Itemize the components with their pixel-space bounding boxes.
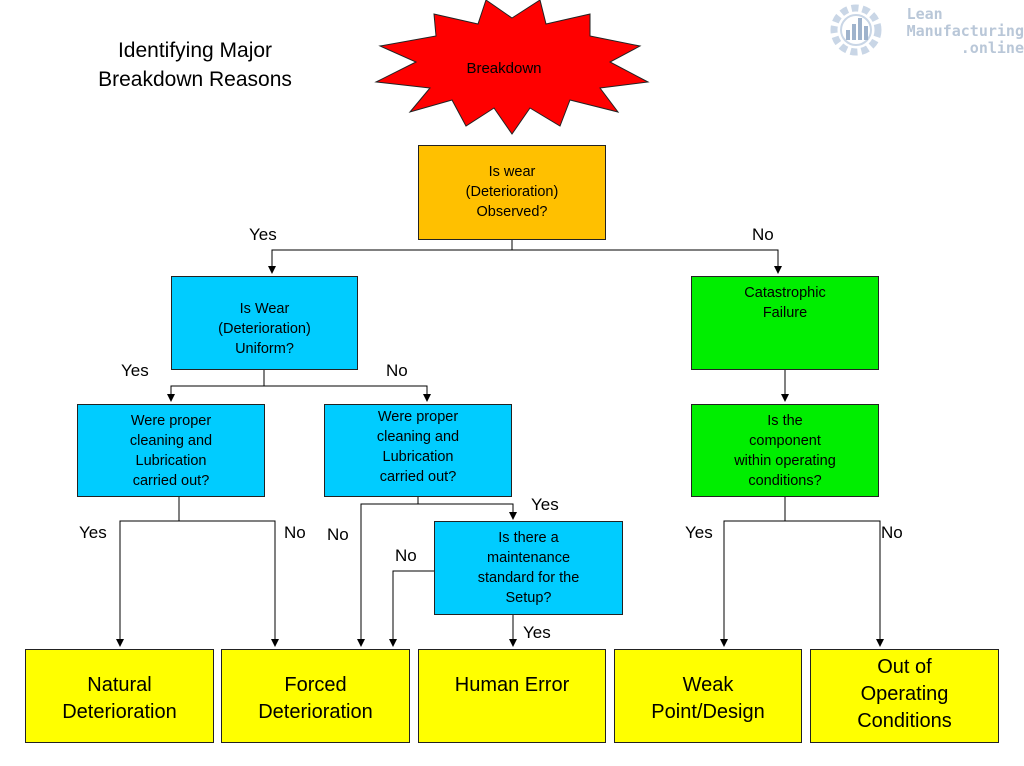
catastrophic-failure-box: Catastrophic Failure: [691, 276, 879, 370]
operating-line-4: conditions?: [748, 473, 822, 489]
wear-uniform-line-1: Is Wear: [239, 301, 290, 317]
label-clean-right-no: No: [327, 525, 349, 544]
label-clean-left-yes: Yes: [79, 523, 107, 542]
connector-oper-branch: [720, 497, 786, 647]
title-line-2: Breakdown Reasons: [98, 68, 292, 91]
cleaning-right-line-4: carried out?: [379, 469, 457, 485]
outcome-weak-point-design: Weak Point/Design: [614, 649, 802, 743]
maintenance-line-3: standard for the: [477, 570, 580, 586]
out-line-1: Out of: [877, 656, 932, 678]
maintenance-line-1: Is there a: [498, 530, 559, 546]
connector-wear-no: [512, 249, 782, 274]
connector-uniform-no: [264, 385, 431, 402]
label-oper-yes: Yes: [685, 523, 713, 542]
label-wear-no: No: [752, 225, 774, 244]
wear-observed-line-1: Is wear: [488, 164, 536, 180]
operating-line-3: within operating: [734, 453, 836, 469]
weak-line-1: Weak: [682, 674, 734, 696]
out-line-3: Conditions: [857, 710, 952, 732]
cleaning-left-line-2: cleaning and: [129, 433, 213, 449]
cleaning-left-line-3: Lubrication: [135, 453, 207, 469]
operating-line-1: Is the: [767, 413, 803, 429]
title-line-1: Identifying Major: [117, 39, 273, 62]
operating-line-2: component: [749, 433, 821, 449]
diagram-title: Identifying Major Breakdown Reasons: [70, 36, 320, 94]
label-uniform-yes: Yes: [121, 361, 149, 380]
logo-line-3: .online: [960, 39, 1024, 57]
maintenance-standard-box: Is there a maintenance standard for the …: [434, 521, 623, 615]
cleaning-right-box: Were proper cleaning and Lubrication car…: [324, 404, 512, 497]
natural-line-1: Natural: [87, 674, 152, 696]
wear-uniform-line-2: (Deterioration): [218, 321, 311, 337]
connector-clean-left-branch: [116, 497, 180, 647]
label-maint-yes: Yes: [523, 623, 551, 642]
wear-observed-line-3: Observed?: [476, 204, 548, 220]
logo-line-2: Manufacturing: [906, 22, 1024, 40]
label-uniform-no: No: [386, 361, 408, 380]
label-oper-no: No: [881, 523, 903, 542]
cleaning-right-line-2: cleaning and: [376, 429, 460, 445]
human-line-1: Human Error: [454, 674, 570, 696]
wear-observed-line-2: (Deterioration): [465, 184, 559, 200]
connector-maint-no: [389, 570, 434, 647]
cleaning-left-box: Were proper cleaning and Lubrication car…: [77, 404, 265, 497]
connector-oper-no: [785, 520, 884, 647]
cleaning-left-line-1: Were proper: [130, 413, 212, 429]
label-clean-left-no: No: [284, 523, 306, 542]
catastrophic-line-1: Catastrophic: [744, 285, 826, 301]
logo-text: Lean Manufacturing .online: [907, 6, 1024, 57]
connector-uniform-branch: [167, 370, 265, 402]
label-wear-yes: Yes: [249, 225, 277, 244]
connector-clean-left-no: [179, 520, 279, 647]
gear-chart-icon: [830, 4, 882, 56]
cleaning-left-line-4: carried out?: [132, 473, 210, 489]
natural-line-2: Deterioration: [62, 701, 177, 723]
breakdown-burst: [374, 0, 650, 135]
lean-manufacturing-logo: Lean Manufacturing .online: [820, 0, 1024, 64]
outcome-human-error: Human Error: [418, 649, 606, 743]
catastrophic-line-2: Failure: [762, 305, 808, 321]
wear-observed-box: Is wear (Deterioration) Observed?: [418, 145, 606, 240]
breakdown-label: Breakdown: [466, 60, 542, 77]
forced-line-1: Forced: [284, 674, 347, 696]
wear-uniform-line-3: Uniform?: [235, 341, 294, 357]
cleaning-right-line-1: Were proper: [377, 409, 459, 425]
outcome-forced-deterioration: Forced Deterioration: [221, 649, 410, 743]
label-maint-no: No: [395, 546, 417, 565]
connector-clean-right-yes: [418, 503, 517, 520]
outcome-out-of-operating-conditions: Out of Operating Conditions: [810, 649, 999, 743]
connector-clean-right-branch: [357, 497, 419, 647]
forced-line-2: Deterioration: [258, 701, 373, 723]
maintenance-line-2: maintenance: [486, 550, 571, 566]
wear-uniform-box: Is Wear (Deterioration) Uniform?: [171, 276, 358, 370]
weak-line-2: Point/Design: [651, 701, 765, 723]
connector-wear-branch: [268, 240, 513, 274]
out-line-2: Operating: [860, 683, 949, 705]
maintenance-line-4: Setup?: [505, 590, 552, 606]
operating-conditions-box: Is the component within operating condit…: [691, 404, 879, 497]
label-clean-right-yes: Yes: [531, 495, 559, 514]
logo-line-1: Lean: [906, 5, 943, 23]
outcome-natural-deterioration: Natural Deterioration: [25, 649, 214, 743]
cleaning-right-line-3: Lubrication: [382, 449, 454, 465]
